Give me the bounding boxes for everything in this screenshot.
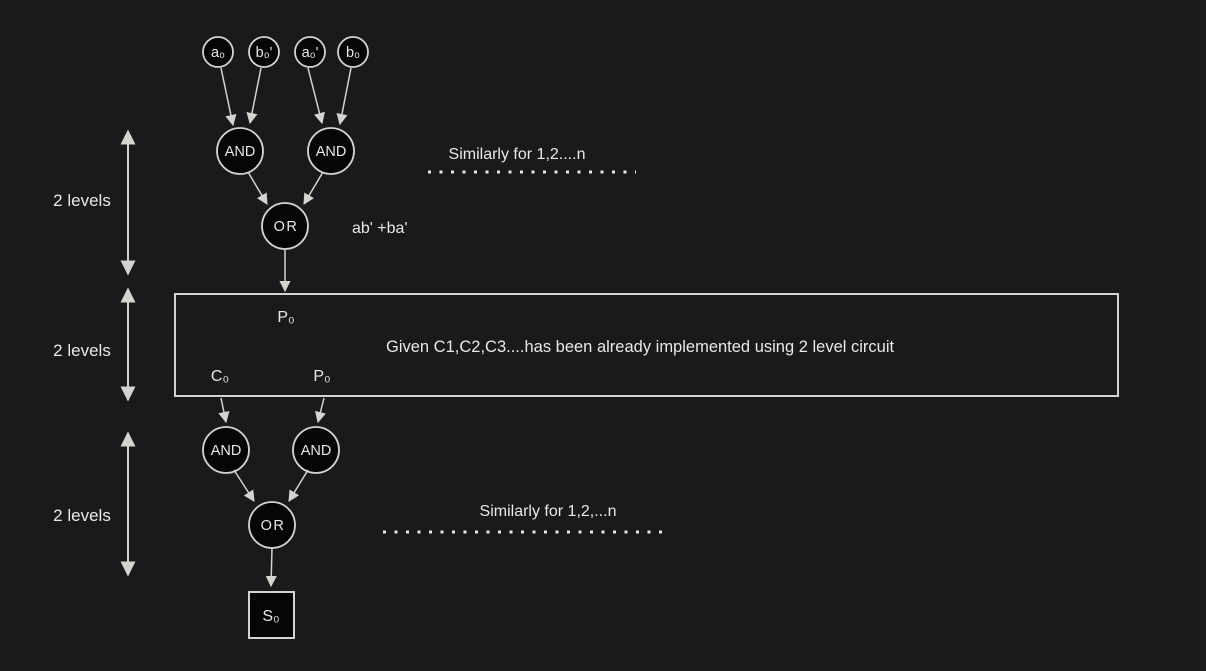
or-gate-top-label: OR [274, 219, 299, 235]
and-gate-top-right-label: AND [316, 144, 347, 160]
and-gate-bottom-right [292, 426, 340, 474]
c0-label: C₀ [211, 368, 229, 385]
input-node-b0 [337, 36, 369, 68]
arrow-andleft-to-or [247, 171, 268, 205]
side-label-level-1: 2 levels [53, 191, 111, 210]
and-gate-top-left [216, 127, 264, 175]
and-gate-bottom-left-label: AND [211, 443, 242, 459]
given-box-text: Given C1,C2,C3....has been already imple… [386, 338, 895, 356]
arrow-a0prime-to-and [307, 67, 325, 125]
arrow-andright-to-or [303, 171, 324, 205]
and-gate-bottom-left [202, 426, 250, 474]
side-label-level-2: 2 levels [53, 341, 111, 360]
arrow-or-to-s0 [265, 547, 277, 588]
side-label-level-3: 2 levels [53, 506, 111, 525]
and-gate-bottom-right-label: AND [301, 443, 332, 459]
note-bottom: Similarly for 1,2,...n [480, 503, 617, 520]
arrow-andright-to-or-bottom [288, 469, 309, 502]
input-label-a0: a₀ [211, 45, 225, 61]
s0-label: S₀ [262, 608, 279, 625]
note-top: Similarly for 1,2....n [449, 146, 586, 163]
arrow-a0-to-and [220, 67, 237, 127]
input-node-a0 [202, 36, 234, 68]
input-node-a0-prime [294, 36, 326, 68]
s0-output-box [248, 591, 295, 639]
input-label-a0-prime: a₀' [302, 45, 319, 61]
and-gate-top-left-label: AND [225, 144, 256, 160]
given-circuit-box [174, 293, 1119, 397]
and-gate-top-right [307, 127, 355, 175]
input-label-b0: b₀ [346, 45, 360, 61]
input-node-b0-prime [248, 36, 280, 68]
p0-top-label: P₀ [277, 309, 294, 326]
or-gate-bottom-label: OR [261, 518, 286, 534]
p0-bottom-label: P₀ [313, 368, 330, 385]
arrow-p0-to-and [314, 397, 326, 424]
arrow-b0prime-to-and [246, 67, 262, 125]
arrow-b0-to-and [336, 67, 352, 126]
input-label-b0-prime: b₀' [256, 45, 273, 61]
arrow-andleft-to-or-bottom [233, 469, 255, 502]
expression-label: ab' +ba' [352, 220, 408, 237]
arrow-c0-to-and [218, 397, 230, 424]
